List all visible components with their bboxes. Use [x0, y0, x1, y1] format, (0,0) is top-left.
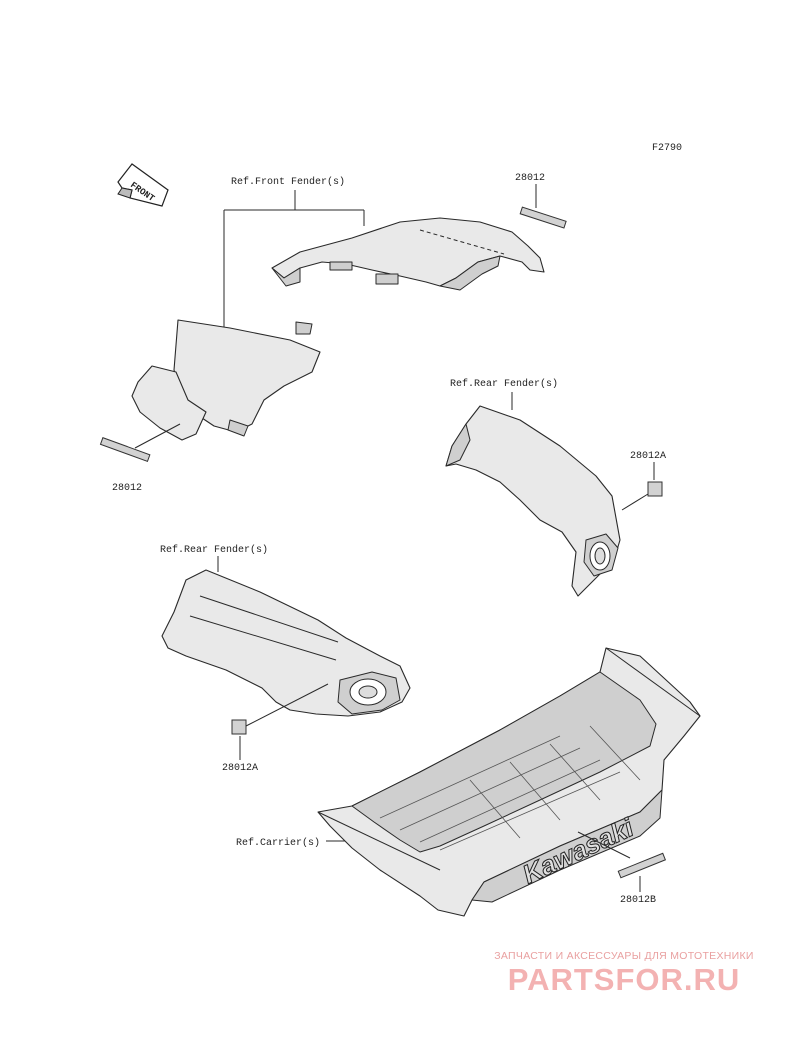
decal-28012a-right	[647, 481, 663, 497]
part-28012b-label: 28012B	[620, 895, 656, 906]
rear-fender-right	[445, 405, 621, 597]
ref-front-fender-label: Ref.Front Fender(s)	[231, 176, 345, 188]
carrier-bed: Kawasaki	[317, 647, 701, 917]
front-fender-leader	[223, 190, 365, 328]
ref-carrier-label: Ref.Carrier(s)	[236, 837, 320, 849]
front-fender-side	[131, 319, 321, 441]
part-28012-left-label: 28012	[112, 483, 142, 494]
decal-28012b	[617, 852, 667, 879]
part-28012a-right-label: 28012A	[630, 451, 666, 462]
watermark-logo: ЗАПЧАСТИ И АКСЕССУАРЫ ДЛЯ МОТОТЕХНИКИ PA…	[464, 950, 784, 998]
part-28012-top-label: 28012	[515, 173, 545, 184]
watermark-brand: PARTSFOR.RU	[507, 962, 741, 997]
watermark-tagline: ЗАПЧАСТИ И АКСЕССУАРЫ ДЛЯ МОТОТЕХНИКИ	[494, 950, 754, 962]
figure-code: F2790	[652, 143, 682, 154]
decal-28012-top	[519, 206, 567, 229]
rear-fender-left	[161, 569, 411, 717]
front-fender-top	[271, 217, 545, 291]
ref-rear-fender-right-label: Ref.Rear Fender(s)	[450, 378, 558, 390]
front-arrow-icon: FRONT	[117, 163, 169, 207]
decal-28012a-left	[231, 719, 247, 735]
part-28012a-left-label: 28012A	[222, 763, 258, 774]
decal-28012-left	[99, 437, 151, 463]
ref-rear-fender-left-label: Ref.Rear Fender(s)	[160, 544, 268, 556]
